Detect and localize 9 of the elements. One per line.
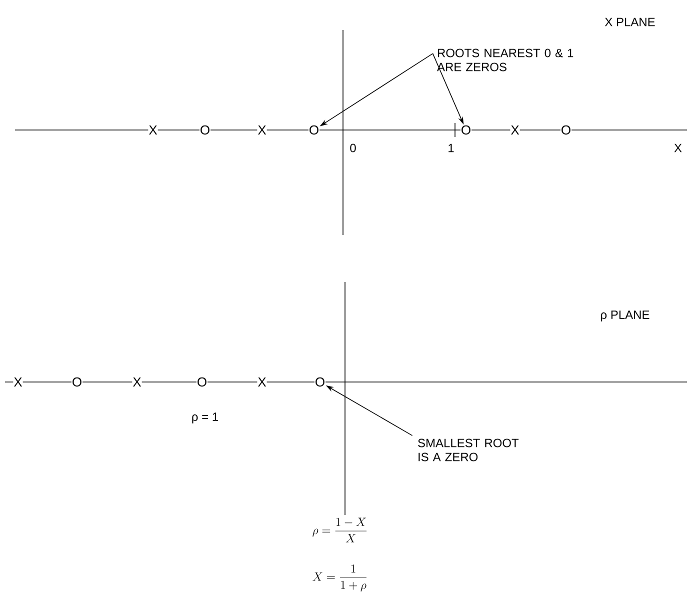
axis-label: X PLANE	[604, 18, 655, 26]
callout-text: SMALLEST ROOT IS A ZERO	[418, 438, 519, 462]
axis-label: X	[674, 144, 682, 152]
axis-label: 1	[448, 144, 454, 152]
axis-label: ρ = 1	[192, 412, 218, 424]
formula: $\rho = \frac{1-X}{X}$	[312, 518, 367, 542]
formula: $X = \frac{1}{1+\rho}$	[312, 564, 366, 592]
axis-label: ρ PLANE	[601, 310, 650, 322]
axis-label: 0	[350, 144, 356, 152]
